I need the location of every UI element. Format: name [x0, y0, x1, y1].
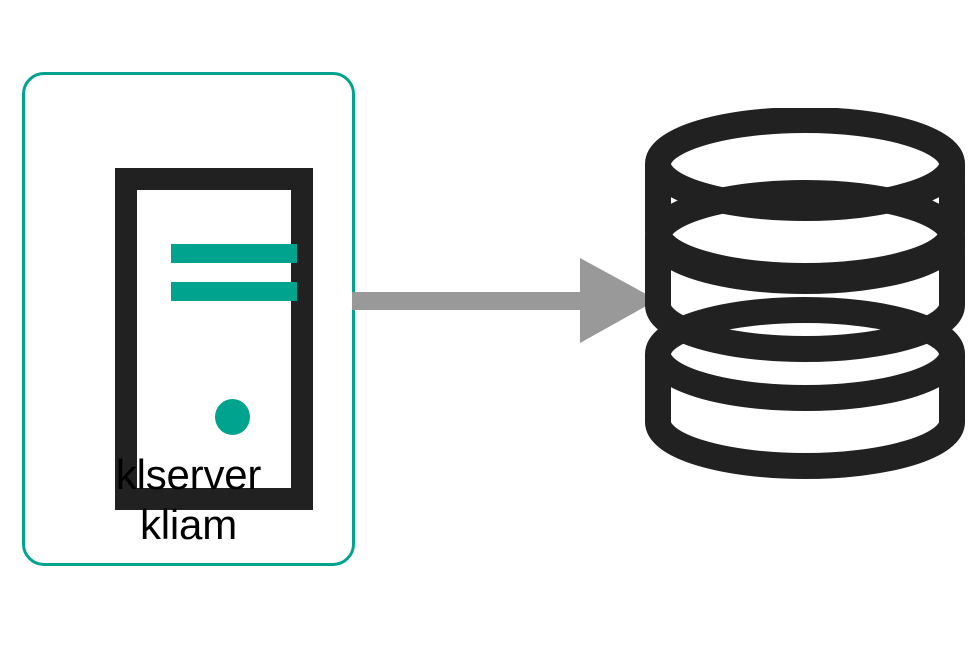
- server-power-led-icon: [215, 399, 250, 435]
- server-drive-bay-2-icon: [171, 282, 297, 301]
- server-tower-icon: [115, 168, 313, 510]
- arrow-shaft-and-head-icon: [352, 258, 657, 343]
- database-node[interactable]: [645, 108, 965, 484]
- server-label-line-1: klserver: [115, 451, 262, 498]
- server-node-container[interactable]: klserver kliam: [22, 72, 355, 566]
- server-drive-bay-1-icon: [171, 244, 297, 263]
- server-label-line-2: kliam: [139, 501, 237, 548]
- edge-server-to-database[interactable]: [352, 248, 657, 352]
- database-cylinder-icon: [645, 108, 965, 479]
